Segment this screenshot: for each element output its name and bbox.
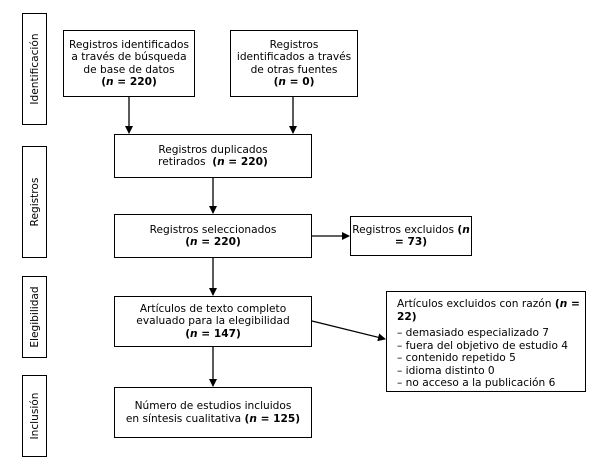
exclusion-reason: – no acceso a la publicación 6 (397, 377, 556, 389)
box-included: Número de estudios incluidos en síntesis… (114, 387, 312, 438)
fulltext-line-1: Artículos de texto completo (139, 302, 287, 315)
duplicates-line-1: Registros duplicados (158, 143, 268, 156)
fulltext-count: (n = 147) (185, 327, 241, 340)
box-excluded: Registros excluidos (n = 73) (350, 216, 472, 256)
stage-identification: Identificación (22, 13, 47, 125)
duplicates-line-2: retirados (n = 220) (158, 156, 268, 168)
exclusion-reason: – idioma distinto 0 (397, 364, 495, 377)
included-line-2: en síntesis cualitativa (n = 125) (125, 412, 301, 425)
exclusion-reason: – demasiado especializado 7 (397, 327, 550, 339)
box-screened: Registros seleccionados (n = 220) (114, 214, 312, 258)
box-other-sources: Registros identificados a través de otra… (230, 30, 358, 97)
other-sources-line-2: identificados a través (236, 51, 352, 63)
stage-records: Registros (22, 146, 47, 258)
excluded-line-1: Registros excluidos (n = 73) (352, 223, 470, 249)
other-sources-count: (n = 0) (273, 76, 315, 88)
fulltext-excluded-title: Artículos excluidos con razón (n = 22) (397, 298, 580, 323)
stage-eligibility: Elegibilidad (22, 276, 47, 358)
screened-line-1: Registros seleccionados (149, 223, 277, 236)
fulltext-line-2: evaluado para la elegibilidad (136, 315, 290, 328)
arrow-fulltext-to-excluded (311, 320, 386, 342)
db-search-line-3: de base de datos (83, 63, 175, 76)
stage-inclusion: Inclusión (22, 375, 47, 457)
box-fulltext-assessed: Artículos de texto completo evaluado par… (114, 296, 312, 347)
screened-count: (n = 220) (185, 236, 241, 248)
db-search-line-1: Registros identificados (69, 38, 189, 51)
other-sources-line-3: de otras fuentes (250, 63, 338, 76)
included-line-1: Número de estudios incluidos (134, 400, 292, 412)
other-sources-line-1: Registros (269, 38, 319, 51)
exclusion-reason: – contenido repetido 5 (397, 352, 516, 364)
box-database-search: Registros identificados a través de búsq… (63, 30, 195, 97)
exclusion-reasons-list: – demasiado especializado 7 – fuera del … (397, 327, 585, 390)
box-fulltext-excluded: Artículos excluidos con razón (n = 22) –… (386, 291, 586, 392)
box-duplicates-removed: Registros duplicados retirados (n = 220) (114, 134, 312, 178)
db-search-count: (n = 220) (101, 76, 157, 88)
db-search-line-2: a través de búsqueda (71, 51, 187, 63)
exclusion-reason: – fuera del objetivo de estudio 4 (397, 339, 569, 352)
